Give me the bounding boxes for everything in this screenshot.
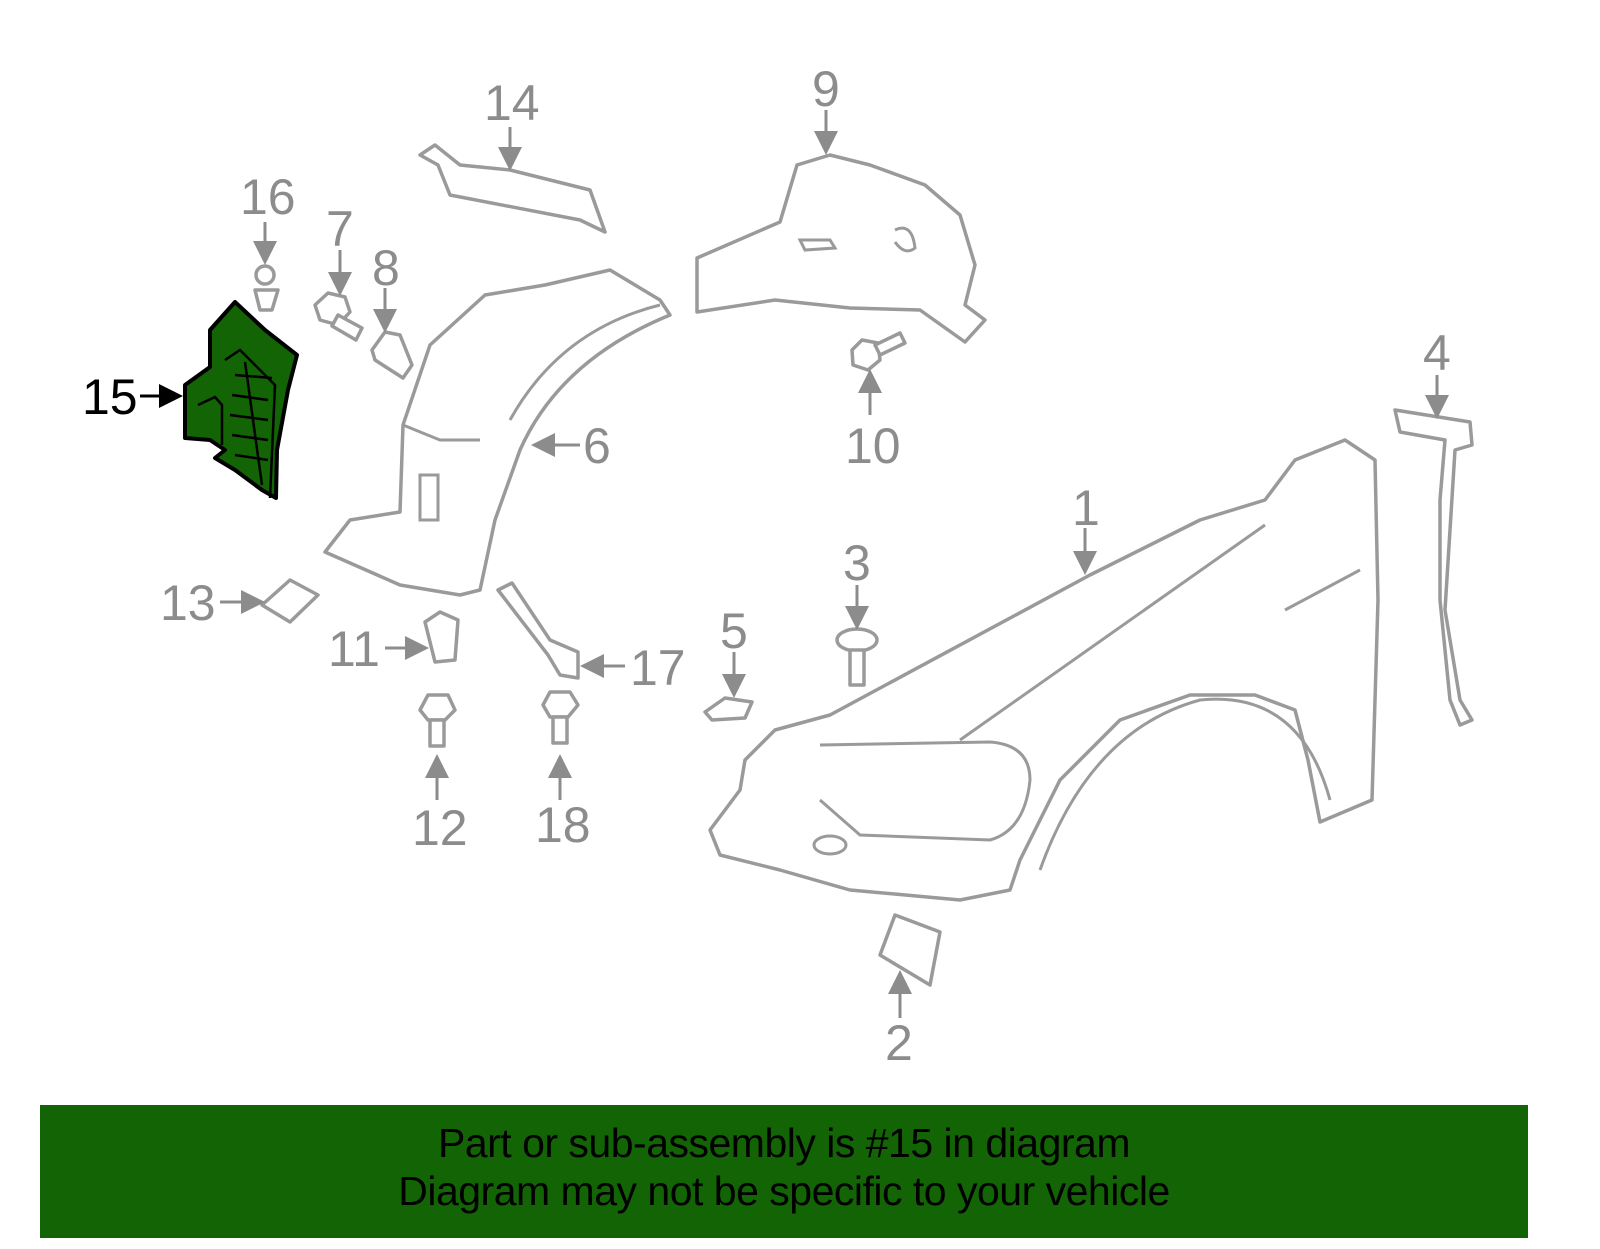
part-10-bolt[interactable] — [850, 331, 907, 372]
part-7-bolt[interactable] — [313, 291, 364, 342]
callout-15[interactable]: 15 — [82, 369, 138, 425]
part-2-bracket[interactable] — [878, 913, 942, 987]
callout-16[interactable]: 16 — [240, 169, 296, 225]
part-16-clip[interactable] — [253, 264, 280, 312]
banner-line-2: Diagram may not be specific to your vehi… — [398, 1168, 1170, 1214]
part-3-clip[interactable] — [835, 627, 879, 687]
part-4-seal[interactable] — [1393, 408, 1474, 727]
part-8-nut[interactable] — [370, 330, 414, 380]
callout-6[interactable]: 6 — [583, 418, 611, 474]
callout-8[interactable]: 8 — [372, 240, 400, 296]
part-9-panel[interactable] — [695, 153, 987, 344]
part-6-wheelhouse-liner[interactable] — [323, 268, 672, 597]
callout-7[interactable]: 7 — [326, 201, 354, 257]
banner-line-1: Part or sub-assembly is #15 in diagram — [438, 1120, 1130, 1166]
part-5-clip[interactable] — [703, 696, 754, 722]
callout-3[interactable]: 3 — [843, 535, 871, 591]
part-17-bracket[interactable] — [496, 581, 580, 680]
callout-2[interactable]: 2 — [885, 1015, 913, 1071]
callout-11[interactable]: 11 — [328, 621, 380, 677]
part-14-bracket[interactable] — [418, 143, 607, 234]
callout-13[interactable]: 13 — [160, 575, 216, 631]
callout-5[interactable]: 5 — [720, 603, 748, 659]
callout-4[interactable]: 4 — [1423, 325, 1451, 381]
part-15-highlighted[interactable] — [183, 300, 299, 500]
callout-9[interactable]: 9 — [812, 61, 840, 117]
callout-10[interactable]: 10 — [845, 418, 901, 474]
part-12-bolt[interactable] — [418, 693, 457, 748]
info-banner: Part or sub-assembly is #15 in diagram D… — [40, 1105, 1528, 1238]
callout-arrows — [140, 110, 1449, 1018]
part-18-bolt[interactable] — [541, 690, 580, 745]
part-1-fender[interactable] — [708, 438, 1380, 902]
part-11-nut[interactable] — [423, 610, 460, 664]
callout-14[interactable]: 14 — [484, 75, 540, 131]
callout-1[interactable]: 1 — [1072, 480, 1100, 536]
callout-12[interactable]: 12 — [412, 800, 468, 856]
callout-18[interactable]: 18 — [535, 797, 591, 853]
callout-17[interactable]: 17 — [630, 640, 686, 696]
part-13-nut[interactable] — [260, 578, 320, 624]
